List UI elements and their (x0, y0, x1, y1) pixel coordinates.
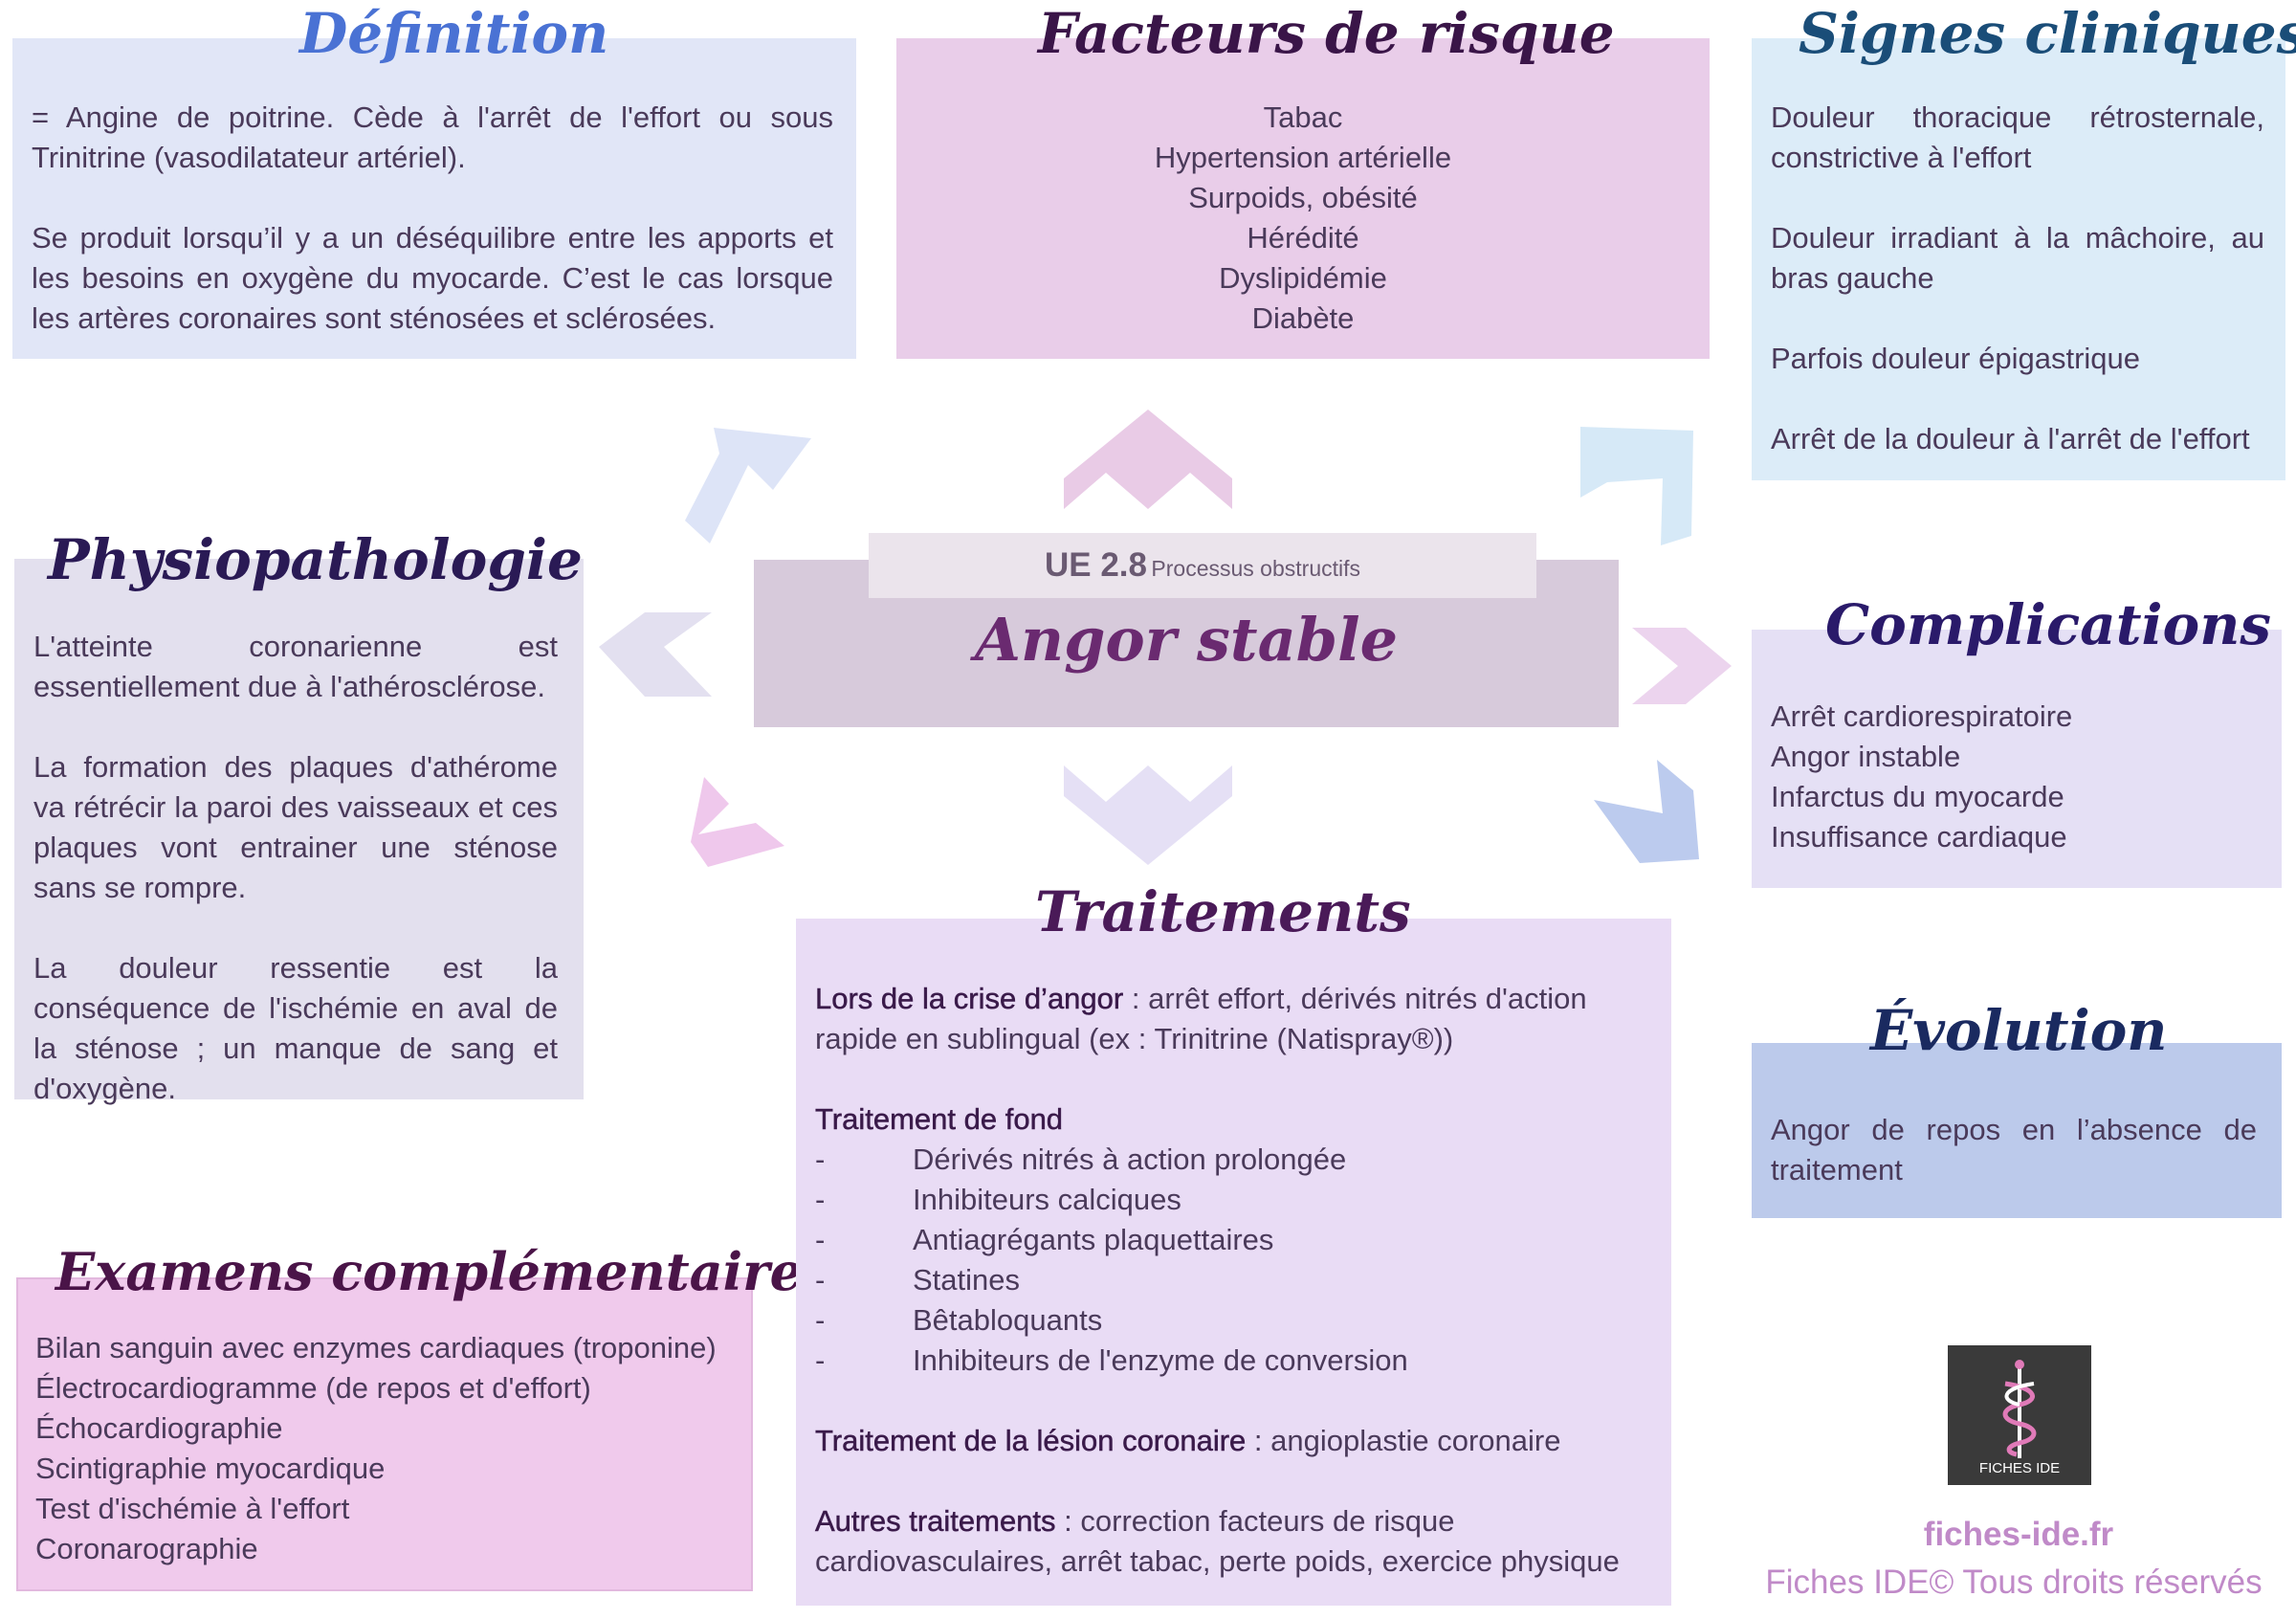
arrow-down-right-icon (1594, 760, 1699, 863)
definition-text: = Angine de poitrine. Cède à l'arrêt de … (32, 98, 833, 339)
clinical-signs-box (1752, 38, 2285, 480)
definition-box (12, 38, 856, 359)
arrow-down-left-icon (691, 777, 784, 867)
complications-title: Complications (1825, 592, 2272, 657)
physiopathology-text: L'atteinte coronarienne est essentiellem… (33, 627, 558, 1109)
treatment-lesion: Traitement de la lésion coronaire : angi… (815, 1421, 1657, 1461)
risk-factor-item: Diabète (1251, 301, 1355, 335)
treatment-background-item: -Inhibiteurs calciques (815, 1183, 1181, 1216)
treatments-box (796, 919, 1671, 1606)
clinical-sign-item: Douleur irradiant à la mâchoire, au bras… (1771, 221, 2264, 295)
risk-factor-item: Hypertension artérielle (1154, 141, 1452, 174)
arrow-up-left-icon (685, 428, 811, 543)
ue-subtitle: Processus obstructifs (1151, 556, 1361, 581)
treatment-background-item: -Bêtabloquants (815, 1303, 1103, 1337)
arrow-left-icon (599, 612, 712, 697)
arrow-up-icon (1064, 410, 1232, 509)
caduceus-icon (2002, 1360, 2037, 1458)
risk-factor-item: Tabac (1263, 100, 1343, 134)
physiopathology-paragraph: La douleur ressentie est la conséquence … (33, 951, 558, 1105)
evolution-box (1752, 1043, 2282, 1218)
risk-factors-box (896, 38, 1710, 359)
complication-item: Arrêt cardiorespiratoire (1771, 699, 2073, 733)
physiopathology-title: Physiopathologie (48, 527, 583, 592)
treatment-background-item: -Antiagrégants plaquettaires (815, 1223, 1274, 1256)
exams-title: Examens complémentaires (55, 1241, 832, 1302)
treatment-background-item: -Inhibiteurs de l'enzyme de conversion (815, 1343, 1408, 1377)
complication-item: Infarctus du myocarde (1771, 780, 2064, 813)
clinical-sign-item: Douleur thoracique rétrosternale, constr… (1771, 100, 2264, 174)
complications-list: Arrêt cardiorespiratoire Angor instable … (1771, 697, 2268, 857)
definition-paragraph: = Angine de poitrine. Cède à l'arrêt de … (32, 100, 833, 174)
treatment-background-item: -Dérivés nitrés à action prolongée (815, 1142, 1347, 1176)
physiopathology-paragraph: L'atteinte coronarienne est essentiellem… (33, 630, 558, 703)
treatment-crisis: Lors de la crise d’angor : arrêt effort,… (815, 979, 1657, 1059)
footer-site[interactable]: fiches-ide.fr (1923, 1516, 2114, 1553)
definition-title: Définition (299, 1, 609, 66)
center-title: Angor stable (974, 605, 1399, 675)
physiopathology-box (14, 559, 584, 1099)
evolution-text: Angor de repos en l’absence de traitemen… (1771, 1113, 2257, 1187)
treatment-crisis-text: : arrêt effort, dérivés nitrés d'action … (815, 982, 1587, 1055)
risk-factor-item: Surpoids, obésité (1188, 181, 1418, 214)
treatment-other-text: : correction facteurs de risque cardiova… (815, 1504, 1620, 1578)
risk-factors-title: Facteurs de risque (1038, 1, 1615, 66)
exam-item: Coronarographie (35, 1532, 258, 1565)
ue-banner: UE 2.8 Processus obstructifs (869, 533, 1536, 598)
treatment-crisis-label: Lors de la crise d’angor (815, 982, 1124, 1016)
treatment-background-item: -Statines (815, 1263, 1021, 1297)
treatment-lesion-label: Traitement de la lésion coronaire (815, 1424, 1247, 1458)
definition-paragraph: Se produit lorsqu’il y a un déséquilibre… (32, 221, 833, 335)
exam-item: Échocardiographie (35, 1411, 283, 1445)
clinical-sign-item: Parfois douleur épigastrique (1771, 342, 2141, 375)
treatment-other: Autres traitements : correction facteurs… (815, 1501, 1657, 1582)
arrow-up-right-icon (1580, 427, 1693, 545)
exam-item: Électrocardiogramme (de repos et d'effor… (35, 1371, 591, 1405)
treatment-lesion-text: : angioplastie coronaire (1246, 1424, 1561, 1457)
treatment-other-label: Autres traitements (815, 1504, 1056, 1539)
treatments-text: Lors de la crise d’angor : arrêt effort,… (815, 979, 1657, 1582)
risk-factors-list: Tabac Hypertension artérielle Surpoids, … (896, 98, 1710, 339)
complication-item: Insuffisance cardiaque (1771, 820, 2067, 854)
treatments-title: Traitements (1035, 879, 1411, 944)
clinical-sign-item: Arrêt de la douleur à l'arrêt de l'effor… (1771, 422, 2250, 455)
exam-item: Scintigraphie myocardique (35, 1452, 386, 1485)
fiches-ide-logo: FICHES IDE (1948, 1345, 2091, 1485)
treatment-background-label: Traitement de fond (815, 1102, 1064, 1137)
exam-item: Test d'ischémie à l'effort (35, 1492, 350, 1525)
evolution-title: Évolution (1870, 998, 2168, 1063)
exams-list: Bilan sanguin avec enzymes cardiaques (t… (35, 1328, 743, 1569)
risk-factor-item: Dyslipidémie (1219, 261, 1387, 295)
clinical-signs-title: Signes cliniques (1799, 1, 2296, 66)
exam-item: Bilan sanguin avec enzymes cardiaques (t… (35, 1331, 717, 1364)
footer-copyright: Fiches IDE© Tous droits réservés (1765, 1564, 2263, 1601)
complications-box (1752, 630, 2282, 888)
arrow-right-icon (1632, 628, 1732, 704)
logo-text: FICHES IDE (1978, 1460, 2061, 1476)
ue-code: UE 2.8 (1044, 546, 1147, 584)
physiopathology-paragraph: La formation des plaques d'athérome va r… (33, 750, 558, 904)
complication-item: Angor instable (1771, 740, 1961, 773)
arrow-down-icon (1064, 765, 1232, 865)
risk-factor-item: Hérédité (1247, 221, 1359, 255)
clinical-signs-text: Douleur thoracique rétrosternale, constr… (1771, 98, 2264, 459)
exams-box (16, 1277, 753, 1591)
